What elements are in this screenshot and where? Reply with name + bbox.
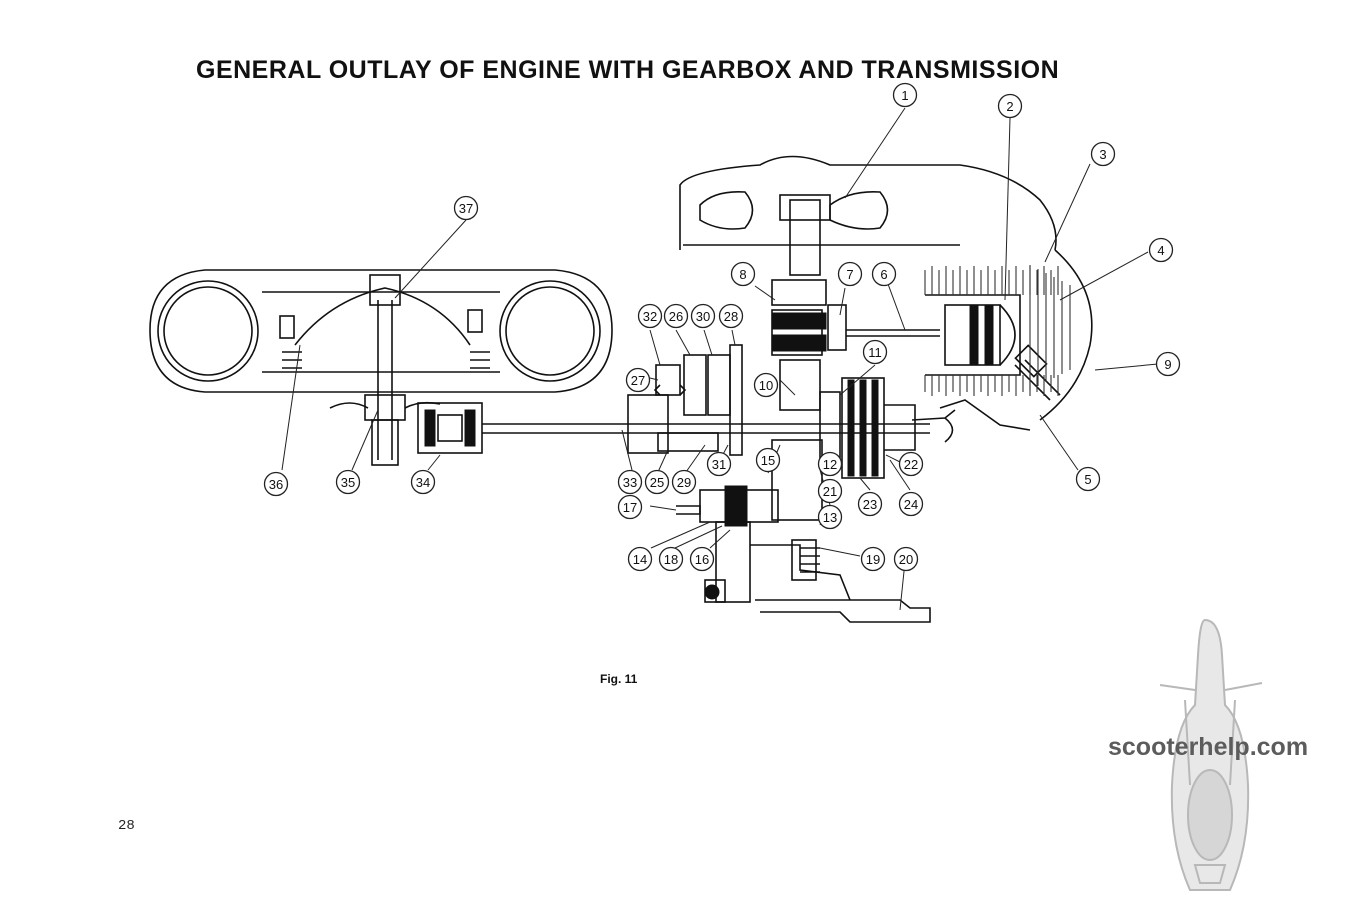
callout-10: 10 [753,372,779,398]
callout-21: 21 [817,478,843,504]
callout-36: 36 [263,471,289,497]
callout-number: 3 [1099,147,1106,162]
callout-26: 26 [663,303,689,329]
callout-number: 10 [759,378,773,393]
callout-12: 12 [817,451,843,477]
callout-1: 1 [892,82,918,108]
callout-24: 24 [898,491,924,517]
callout-number: 21 [823,484,837,499]
callout-number: 6 [880,267,887,282]
callout-17: 17 [617,494,643,520]
callout-number: 11 [868,345,882,360]
callout-number: 35 [341,475,355,490]
callout-number: 17 [623,500,637,515]
callout-14: 14 [627,546,653,572]
flywheel-cover [679,155,1057,251]
crankshaft-assembly [771,199,940,521]
callout-number: 30 [696,309,710,324]
callout-19: 19 [860,546,886,572]
callout-35: 35 [335,469,361,495]
page-number: 28 [118,818,135,834]
callout-number: 37 [459,201,473,216]
figure-caption: Fig. 11 [600,672,638,686]
callout-34: 34 [410,469,436,495]
callout-number: 22 [904,457,918,472]
callout-8: 8 [730,261,756,287]
callout-number: 8 [739,267,746,282]
callout-22: 22 [898,451,924,477]
leader-lines [281,107,1159,611]
callout-number: 15 [761,453,775,468]
gear-cluster [627,344,743,456]
callout-33: 33 [617,469,643,495]
callout-number: 2 [1006,99,1013,114]
callout-5: 5 [1075,466,1101,492]
callout-13: 13 [817,504,843,530]
callout-32: 32 [637,303,663,329]
callout-number: 33 [623,475,637,490]
callout-6: 6 [871,261,897,287]
coupling-block [417,402,483,454]
callout-28: 28 [718,303,744,329]
callout-number: 32 [643,309,657,324]
callout-2: 2 [997,93,1023,119]
cooling-fins [924,265,1071,396]
wheel-hub-assembly [149,269,613,466]
callout-9: 9 [1155,351,1181,377]
callout-37: 37 [453,195,479,221]
callout-11: 11 [862,339,888,365]
callout-4: 4 [1148,237,1174,263]
callout-number: 27 [631,373,645,388]
page-title: GENERAL OUTLAY OF ENGINE WITH GEARBOX AN… [196,56,1060,84]
callout-number: 18 [664,552,678,567]
callout-number: 5 [1084,472,1091,487]
callout-7: 7 [837,261,863,287]
callout-27: 27 [625,367,651,393]
callout-number: 31 [712,457,726,472]
callout-29: 29 [671,469,697,495]
callout-number: 13 [823,510,837,525]
callout-18: 18 [658,546,684,572]
callout-number: 1 [901,88,908,103]
callout-25: 25 [644,469,670,495]
callout-number: 29 [677,475,691,490]
callout-16: 16 [689,546,715,572]
callout-number: 4 [1157,243,1164,258]
watermark-text: scooterhelp.com [1108,733,1309,761]
callout-number: 12 [823,457,837,472]
callout-number: 25 [650,475,664,490]
callout-31: 31 [706,451,732,477]
callout-15: 15 [755,447,781,473]
scooter-logo-icon [1159,618,1263,891]
callout-number: 24 [904,497,918,512]
callout-number: 23 [863,497,877,512]
callout-number: 34 [416,475,430,490]
callout-30: 30 [690,303,716,329]
callout-number: 9 [1164,357,1171,372]
callout-3: 3 [1090,141,1116,167]
callout-number: 36 [269,477,283,492]
callout-number: 7 [846,267,853,282]
callout-number: 28 [724,309,738,324]
callout-20: 20 [893,546,919,572]
callout-number: 14 [633,552,647,567]
callout-number: 26 [669,309,683,324]
callout-number: 20 [899,552,913,567]
clutch-pack [819,377,1031,479]
gearbox-lower [676,485,931,623]
callout-number: 19 [866,552,880,567]
callout-number: 16 [695,552,709,567]
cylinder-head [925,249,1093,421]
callout-23: 23 [857,491,883,517]
